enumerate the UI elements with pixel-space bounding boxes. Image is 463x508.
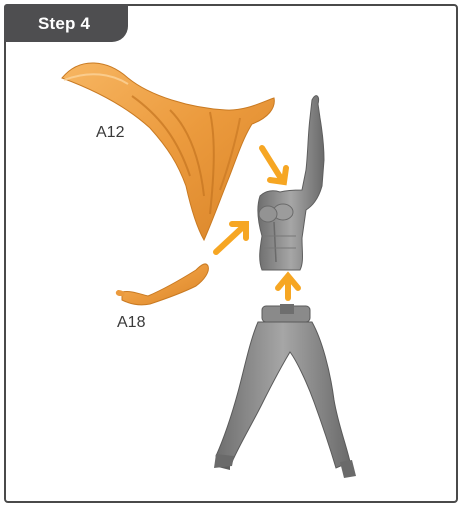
- part-label-a12: A12: [96, 124, 124, 142]
- cape-part-icon: [62, 63, 274, 240]
- arm-part-icon: [116, 264, 209, 305]
- legs-part-icon: [214, 304, 356, 478]
- part-label-a18: A18: [117, 314, 145, 332]
- torso-part-icon: [258, 96, 324, 270]
